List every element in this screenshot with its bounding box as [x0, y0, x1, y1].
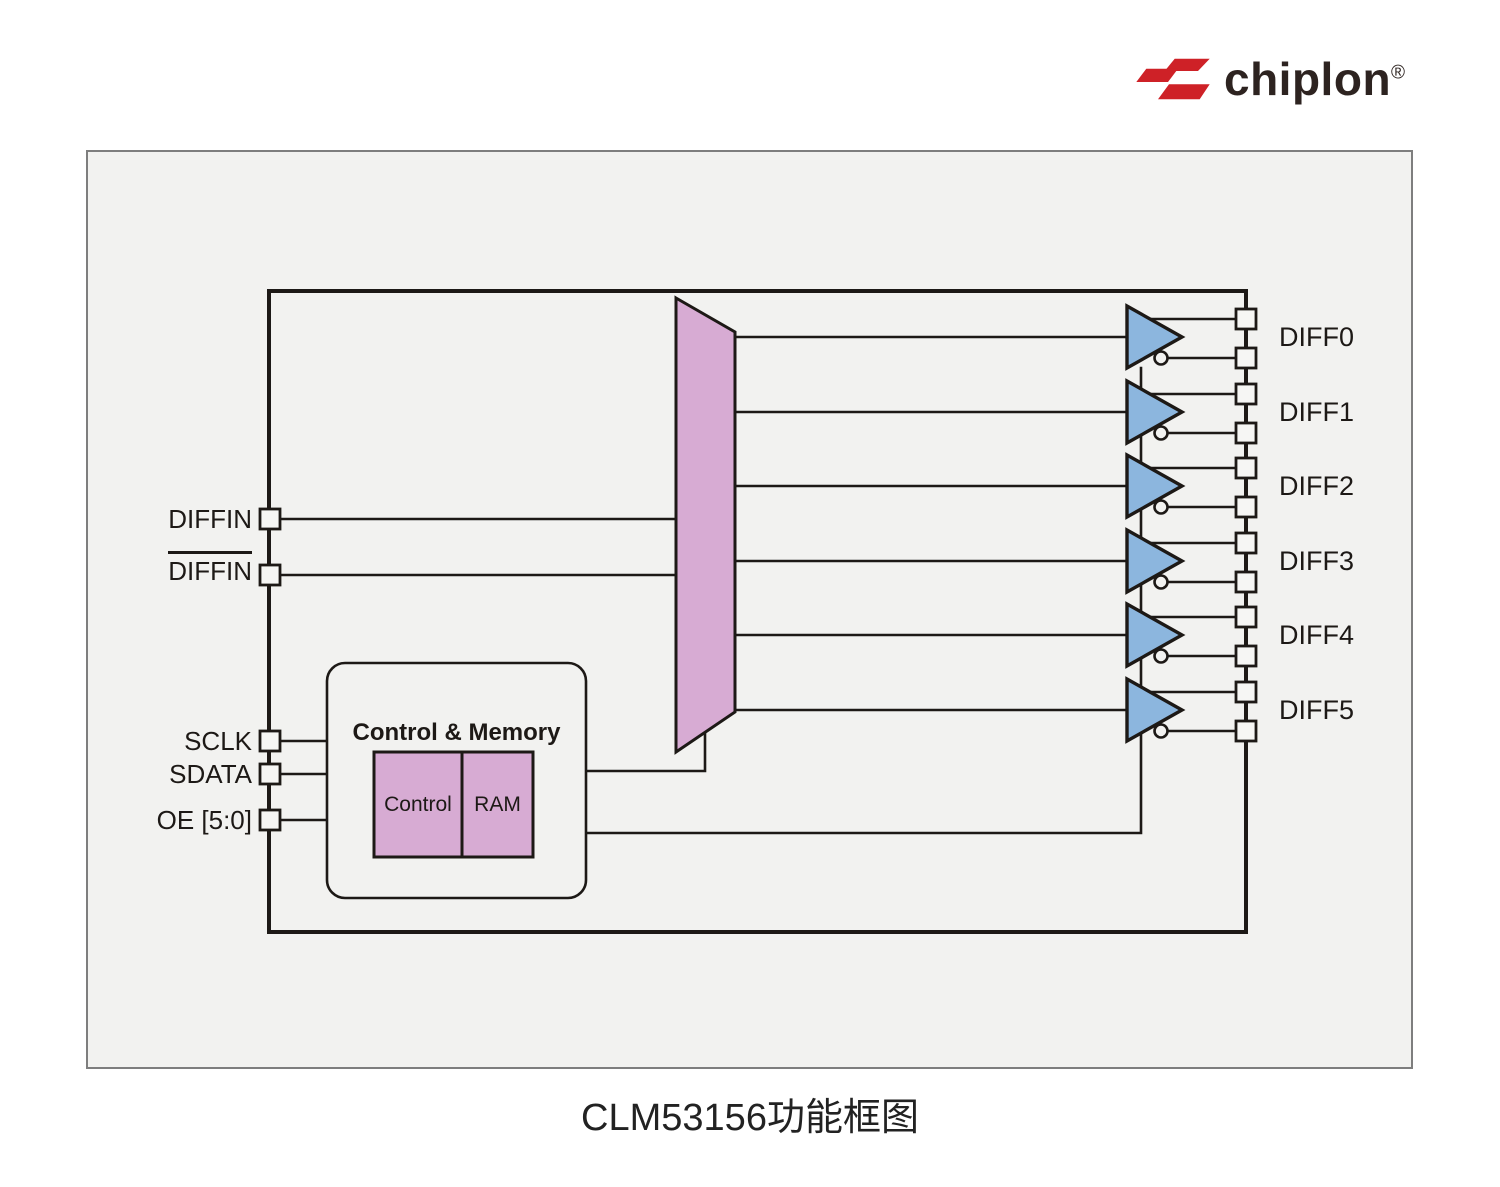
logo-bar-bottom — [1158, 84, 1210, 100]
output-label-diff2: DIFF2 — [1279, 471, 1355, 501]
input-label-diffin-n: DIFFIN — [80, 551, 252, 586]
brand-name: chiplon® — [1224, 54, 1406, 104]
chiplon-mark-icon — [1136, 58, 1210, 100]
logo-bar-middle — [1136, 68, 1178, 82]
input-label-oe: OE [5:0] — [156, 805, 252, 835]
chiplon-logo: chiplon® — [1131, 52, 1421, 116]
output-label-diff4: DIFF4 — [1279, 620, 1355, 650]
input-label-sdata: SDATA — [169, 759, 252, 789]
output-label-diff0: DIFF0 — [1279, 322, 1355, 352]
output-label-diff3: DIFF3 — [1279, 546, 1355, 576]
output-label-diff5: DIFF5 — [1279, 695, 1355, 725]
output-label-diff1: DIFF1 — [1279, 397, 1355, 427]
input-label-diffin-p: DIFFIN — [168, 504, 252, 534]
diagram-panel — [86, 150, 1413, 1069]
brand-text: chiplon — [1224, 53, 1392, 105]
figure-caption: CLM53156功能框图 — [581, 1097, 919, 1139]
input-label-sclk: SCLK — [184, 726, 252, 756]
registered-mark: ® — [1391, 62, 1406, 84]
control-memory-title: Control & Memory — [352, 719, 561, 746]
diffin-overline: DIFFIN — [168, 551, 252, 585]
control-box-label: Control — [384, 793, 452, 816]
ram-box-label: RAM — [474, 793, 521, 816]
logo-bar-top — [1164, 58, 1210, 71]
